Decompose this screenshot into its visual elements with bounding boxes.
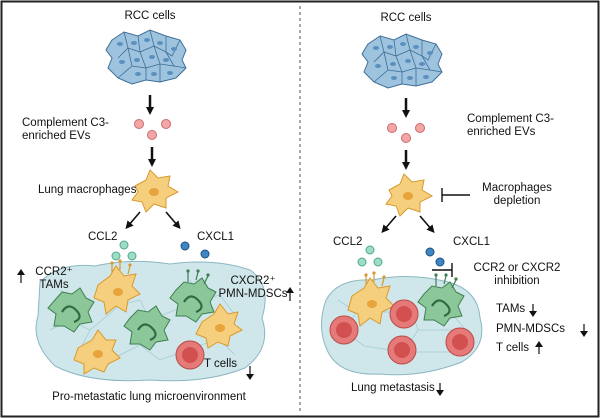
right-ccl2-dots: [357, 245, 383, 267]
left-t-cell: [175, 340, 205, 370]
right-inhibit-bar-icon-ccr2: [432, 263, 453, 277]
left-arrow-to-ccl2: [125, 211, 141, 230]
left-ccr2-tams-label: CCR2⁺ TAMs: [35, 266, 73, 291]
left-rcc-cells-label: RCC cells: [124, 10, 176, 22]
right-up-arrow-icon-tcells: [535, 341, 543, 354]
right-tams-label: TAMs: [496, 303, 526, 315]
right-pmn-mdsc: [417, 273, 465, 327]
left-up-arrow-icon-ccr2: [17, 269, 25, 283]
left-ccr2-tam-1: [93, 259, 141, 315]
right-down-arrow-icon-mdscs: [580, 324, 588, 337]
left-ccl2-label: CCL2: [88, 231, 118, 243]
right-ev-dots: [387, 123, 425, 143]
right-arrow-to-ccl2: [381, 215, 397, 234]
left-pmn-mdsc-2: [169, 269, 217, 323]
right-complement-evs-label: Complement C3- enriched EVs: [467, 113, 554, 138]
right-down-arrow-icon-metastasis: [436, 383, 444, 396]
left-arrow-to-cxcl1: [165, 211, 181, 230]
left-down-arrow-icon-tcells: [246, 366, 254, 380]
left-lung-macrophage: [131, 169, 180, 213]
right-pmn-mdscs-label: PMN-MDSCs: [496, 323, 565, 335]
right-tam: [347, 271, 395, 327]
left-ccl2-dots: [111, 240, 137, 261]
right-rcc-cell-cluster: [361, 33, 443, 89]
right-t-cells-label: T cells: [496, 342, 530, 354]
right-arrow-to-cxcl1: [419, 215, 435, 234]
right-lung-macrophage: [385, 173, 434, 217]
left-ccr2-tam-2: [195, 303, 243, 349]
right-inhibition-label: CCR2 or CXCR2 inhibition: [473, 262, 561, 287]
left-up-arrow-icon-cxcr2: [286, 287, 294, 301]
right-down-arrow-icon-tams: [529, 304, 537, 317]
left-pmn-mdsc-3: [123, 305, 171, 351]
left-cxcl1-label: CXCL1: [197, 231, 235, 243]
right-cxcl1-label: CXCL1: [453, 236, 491, 248]
left-complement-evs-label: Complement C3- enriched EVs: [22, 117, 109, 142]
left-t-cells-label: T cells: [204, 358, 238, 370]
right-macrophage-depletion-label: Macrophages depletion: [482, 182, 552, 207]
left-cxcl1-dots: [180, 241, 210, 259]
right-t-cells: [329, 299, 475, 365]
right-cxcl1-dots: [425, 247, 445, 267]
left-ccr2-tam-3: [73, 329, 121, 375]
left-cxcr2-mdscs-label: CXCR2⁺ PMN-MDSCs: [218, 275, 288, 300]
left-pmn-mdsc-1: [47, 287, 95, 333]
right-inhibit-bar-icon-depletion: [441, 188, 470, 202]
left-rcc-cell-cluster: [105, 29, 187, 85]
right-rcc-cells-label: RCC cells: [380, 12, 432, 24]
left-ev-dots: [134, 119, 171, 140]
right-outcome-label: Lung metastasis: [351, 382, 435, 394]
left-outcome-label: Pro-metastatic lung microenvironment: [52, 391, 246, 403]
right-ccl2-label: CCL2: [333, 236, 363, 248]
left-lung-macrophages-label: Lung macrophages: [38, 184, 137, 196]
